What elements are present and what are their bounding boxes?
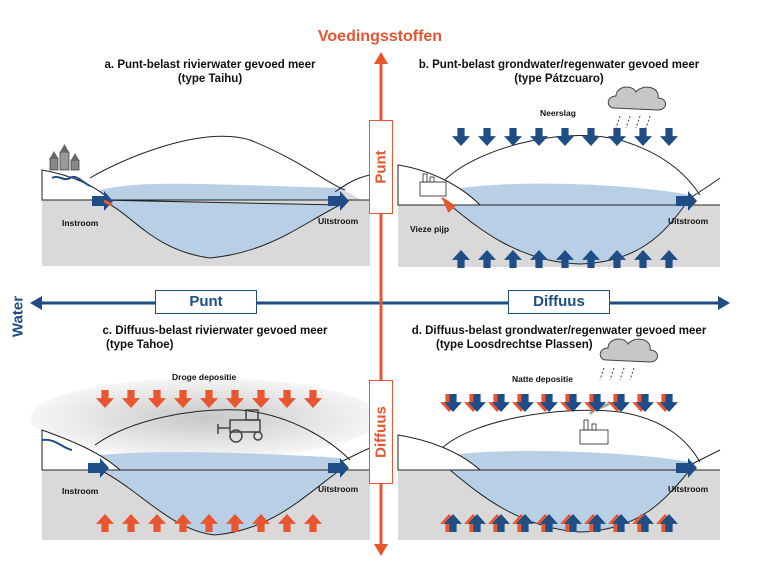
- panel-c-title: c. Diffuus-belast rivierwater gevoed mee…: [70, 324, 360, 352]
- panel-d-title-line1: d. Diffuus-belast grondwater/regenwater …: [411, 325, 707, 337]
- panel-a-outflow-label: Uitstroom: [318, 216, 359, 226]
- panel-a-title: a. Punt-belast rivierwater gevoed meer (…: [60, 58, 360, 86]
- nutrient-axis-label-punt-box: Punt: [369, 120, 393, 214]
- outflow-arrow: [328, 458, 349, 478]
- factory-icon: [579, 419, 609, 445]
- panel-a-title-line2: (type Taihu): [177, 73, 243, 85]
- panel-c-deposition-label: Droge depositie: [172, 372, 237, 382]
- tractor-icon: [217, 409, 263, 443]
- outflow-arrow: [676, 458, 697, 478]
- outflow-arrow: [328, 191, 349, 211]
- panel-b-precip-label: Neerslag: [540, 108, 576, 118]
- nutrient-axis-title: Voedingsstoffen: [317, 28, 443, 45]
- cloud-icon: [607, 86, 666, 129]
- panel-a-scene: [41, 135, 371, 266]
- factory-icon: [419, 173, 447, 197]
- water-axis-label-punt: Punt: [155, 290, 257, 314]
- panel-d-deposition-label: Natte depositie: [512, 374, 573, 384]
- precipitation-arrow: [608, 128, 626, 146]
- panel-d-outflow-label: Uitstroom: [668, 484, 709, 494]
- inflow-arrow: [92, 191, 113, 211]
- nutrient-axis-label-diffuus-box: Diffuus: [369, 380, 393, 484]
- precipitation-arrow: [634, 128, 652, 146]
- panel-c-inflow-label: Instroom: [62, 486, 99, 496]
- panel-c-title-line2: (type Tahoe): [106, 339, 174, 351]
- precipitation-arrow: [582, 128, 600, 146]
- panel-c-title-line1: c. Diffuus-belast rivierwater gevoed mee…: [102, 325, 328, 337]
- precipitation-arrow: [556, 128, 574, 146]
- panel-a-title-line1: a. Punt-belast rivierwater gevoed meer: [104, 59, 316, 71]
- panel-d-title: d. Diffuus-belast grondwater/regenwater …: [398, 324, 720, 352]
- precipitation-arrow: [478, 128, 496, 146]
- outflow-arrow: [676, 191, 697, 211]
- panel-b-pipe-label: Vieze pijp: [410, 224, 450, 234]
- precipitation-arrow: [452, 128, 470, 146]
- panel-b-title-line2: (type Pátzcuaro): [514, 73, 604, 85]
- water-axis-label-diffuus: Diffuus: [508, 290, 610, 314]
- nutrient-axis-label-diffuus: Diffuus: [372, 406, 390, 458]
- panel-b-title-line1: b. Punt-belast grondwater/regenwater gev…: [418, 59, 700, 71]
- inflow-arrow: [88, 458, 109, 478]
- panel-b-outflow-label: Uitstroom: [668, 216, 709, 226]
- precipitation-arrow: [530, 128, 548, 146]
- village-icon: [49, 144, 91, 187]
- panel-b-title: b. Punt-belast grondwater/regenwater gev…: [398, 58, 720, 86]
- panel-a-inflow-label: Instroom: [62, 218, 99, 228]
- water-axis-title: Water: [9, 295, 27, 338]
- cloud-icon: [599, 338, 658, 381]
- nutrient-axis-label-punt: Punt: [372, 150, 390, 184]
- panel-d-scene: [397, 338, 721, 540]
- precipitation-arrow: [660, 128, 678, 146]
- panel-c-outflow-label: Uitstroom: [318, 484, 359, 494]
- panel-d-title-line2: (type Loosdrechtse Plassen): [436, 339, 593, 351]
